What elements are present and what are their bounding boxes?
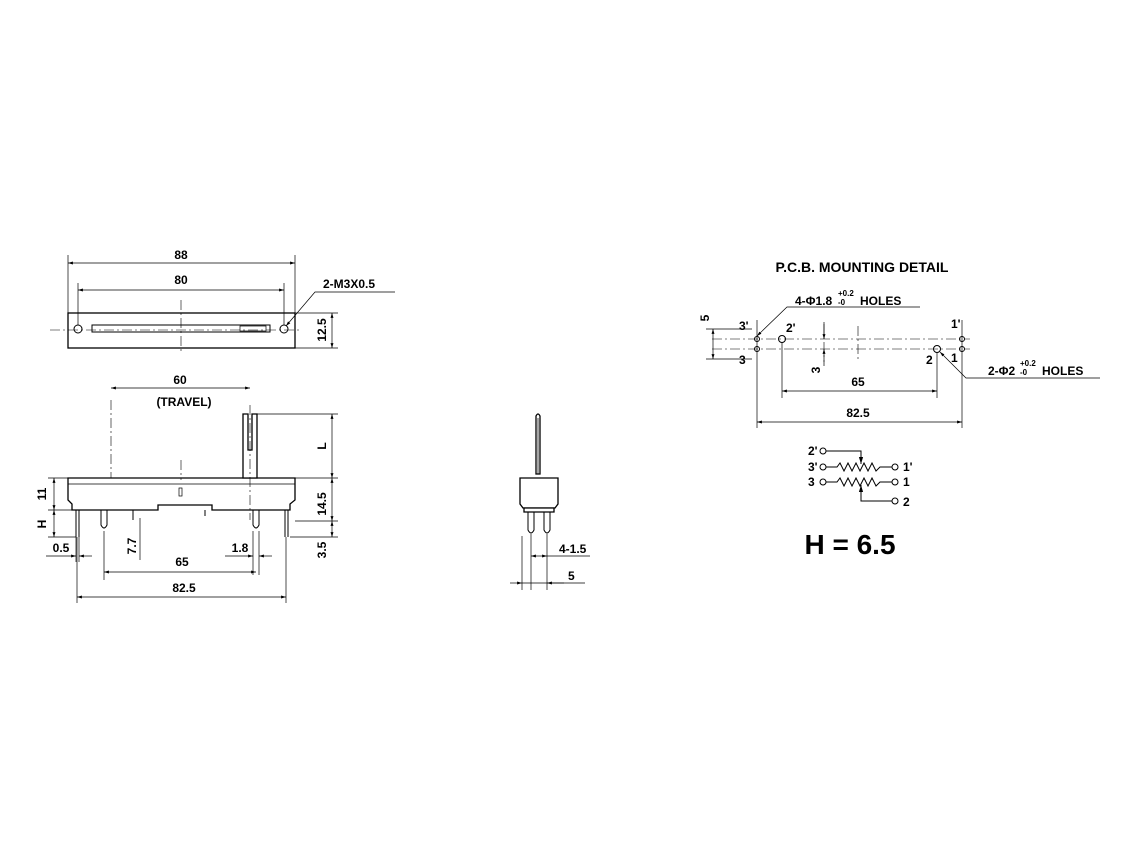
resistor-lower (826, 476, 892, 488)
holes-large-label: 2-Φ2 (988, 364, 1016, 378)
pcb-detail-title: P.C.B. MOUNTING DETAIL (776, 259, 949, 275)
dim-7-7: 7.7 (125, 537, 139, 554)
dim-travel: 60 (173, 373, 187, 387)
sch-terminal-2 (891, 497, 899, 505)
h-value: H = 6.5 (804, 529, 895, 560)
top-body-outline (67, 312, 296, 349)
side-body-outline (519, 477, 559, 509)
slot-outline (91, 324, 271, 333)
dim-body-height: 11 (35, 487, 49, 500)
travel-label: (TRAVEL) (156, 395, 211, 409)
wiper-upper (826, 450, 864, 464)
sch-terminal-1p (891, 463, 899, 471)
dim-82-5: 82.5 (172, 581, 196, 595)
sch-pin-2: 2 (903, 495, 910, 509)
holes-small-label: 4-Φ1.8 (795, 294, 833, 308)
wiring-schematic: 2' 3' 3 1' 1 2 (808, 444, 913, 509)
sch-terminal-3p (819, 463, 827, 471)
pcb-pin-3p: 3' (739, 319, 749, 333)
wiper-lower (858, 485, 892, 502)
dim-top-height: 12.5 (315, 318, 329, 342)
sch-pin-3p: 3' (808, 460, 818, 474)
resistor-upper (826, 461, 892, 473)
dim-14-5: 14.5 (315, 492, 329, 516)
sch-terminal-2p (819, 447, 827, 455)
holes-large-word: HOLES (1042, 364, 1083, 378)
sch-pin-1: 1 (903, 475, 910, 489)
dim-overall-width: 88 (174, 248, 188, 262)
pcb-dim-3: 3 (809, 366, 823, 373)
sch-pin-3: 3 (808, 475, 815, 489)
pcb-pin-2p: 2' (786, 321, 796, 335)
sch-pin-2p: 2' (808, 444, 818, 458)
sch-terminal-1 (891, 478, 899, 486)
sch-terminal-3 (819, 478, 827, 486)
dim-1-8: 1.8 (232, 541, 249, 555)
front-body-outline (67, 477, 296, 511)
holes-large-tol-plus: +0.2 (1020, 359, 1036, 368)
screw-holes-label: 2-M3X0.5 (323, 277, 375, 291)
holes-small-word: HOLES (860, 294, 901, 308)
dim-side-width: 5 (568, 569, 575, 583)
pin-right (252, 510, 260, 529)
holes-large-tol-minus: -0 (1020, 368, 1028, 377)
slider-lever (242, 413, 258, 479)
pcb-dim-5: 5 (698, 314, 712, 321)
pcb-dim-82-5: 82.5 (846, 406, 870, 420)
dim-pin-height: H (35, 520, 49, 529)
side-view: 4-1.5 5 (510, 413, 590, 590)
sch-pin-1p: 1' (903, 460, 913, 474)
pcb-pin-2: 2 (926, 353, 933, 367)
dim-3-5: 3.5 (315, 541, 329, 558)
dim-lever: L (315, 442, 329, 449)
front-view: 60 (TRAVEL) L 14.5 3.5 11 H 0.5 7.7 (35, 373, 338, 603)
pcb-pin-1p: 1' (951, 317, 961, 331)
pcb-pin-3: 3 (739, 353, 746, 367)
top-view: 88 80 2-M3X0.5 12.5 (50, 248, 395, 352)
dim-hole-spacing: 80 (174, 273, 188, 287)
pcb-dim-65: 65 (851, 375, 865, 389)
holes-small-tol-plus: +0.2 (838, 289, 854, 298)
pin-left (100, 510, 108, 529)
dim-0-5: 0.5 (53, 541, 70, 555)
pcb-mounting-detail: P.C.B. MOUNTING DETAIL 3' 3 2' 2 1' 1 4-… (698, 259, 1100, 428)
pcb-pin-1: 1 (951, 351, 958, 365)
dim-pin-pitch: 4-1.5 (559, 542, 587, 556)
dim-65: 65 (175, 555, 189, 569)
holes-small-tol-minus: -0 (838, 298, 846, 307)
